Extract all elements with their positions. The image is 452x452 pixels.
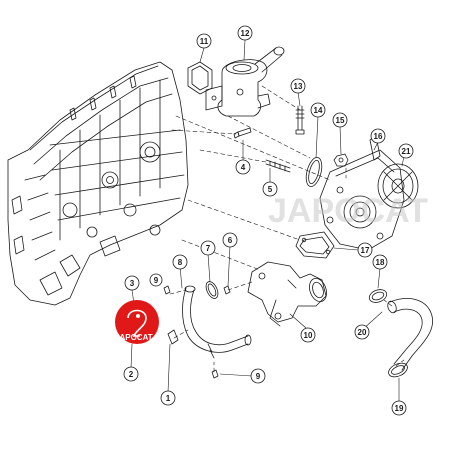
svg-text:11: 11 xyxy=(200,37,209,46)
svg-text:6: 6 xyxy=(228,236,233,245)
clamp-18 xyxy=(368,289,388,303)
callout-3[interactable]: 3 xyxy=(124,275,140,291)
sensor-1 xyxy=(167,329,179,345)
callout-1[interactable]: 1 xyxy=(160,390,176,406)
logo-text: JAPOCAT xyxy=(115,333,153,342)
svg-text:8: 8 xyxy=(178,258,183,267)
svg-text:1: 1 xyxy=(166,394,171,403)
svg-text:3: 3 xyxy=(130,279,135,288)
callout-16[interactable]: 16 xyxy=(370,128,386,144)
svg-text:20: 20 xyxy=(358,328,367,337)
engine-block xyxy=(7,61,189,306)
svg-text:16: 16 xyxy=(374,132,383,141)
svg-text:21: 21 xyxy=(402,147,411,156)
svg-text:14: 14 xyxy=(314,106,323,115)
bolt-9-lower xyxy=(211,369,219,379)
svg-text:9: 9 xyxy=(154,276,159,285)
bolt-6 xyxy=(223,285,231,295)
callout-9-upper[interactable]: 9 xyxy=(149,273,163,287)
callout-5[interactable]: 5 xyxy=(262,181,278,197)
callout-12[interactable]: 12 xyxy=(237,25,253,41)
radiator-hose-20 xyxy=(387,298,434,371)
callouts: 1 2 3 4 5 6 7 8 9 9 10 11 12 13 14 15 16… xyxy=(123,25,414,416)
callout-13[interactable]: 13 xyxy=(290,78,306,94)
svg-text:12: 12 xyxy=(241,29,250,38)
callout-6[interactable]: 6 xyxy=(222,232,238,248)
assembly-lines xyxy=(169,85,405,373)
callout-20[interactable]: 20 xyxy=(354,324,370,340)
gasket-17 xyxy=(295,231,335,259)
callout-21[interactable]: 21 xyxy=(398,143,414,159)
svg-text:2: 2 xyxy=(129,370,134,379)
svg-text:18: 18 xyxy=(376,258,385,267)
svg-text:15: 15 xyxy=(336,116,345,125)
o-ring-14 xyxy=(305,156,323,188)
logo-badge: JAPOCAT xyxy=(115,300,159,344)
o-ring-7 xyxy=(205,281,219,299)
water-pump xyxy=(319,135,419,251)
watermark: JAPOCAT xyxy=(268,192,428,230)
thermostat-housing xyxy=(205,46,285,117)
svg-text:4: 4 xyxy=(241,163,246,172)
callout-17[interactable]: 17 xyxy=(357,242,373,258)
logo-circle xyxy=(115,300,159,344)
svg-text:5: 5 xyxy=(268,185,273,194)
bolt-4 xyxy=(233,127,252,139)
callout-10[interactable]: 10 xyxy=(300,327,316,343)
svg-text:13: 13 xyxy=(294,82,303,91)
callout-9-lower[interactable]: 9 xyxy=(250,368,266,384)
coolant-pipe-8 xyxy=(182,285,252,359)
logo-mark-icon xyxy=(127,309,147,337)
stud-5 xyxy=(265,159,291,173)
clamp-19 xyxy=(388,362,408,378)
svg-text:19: 19 xyxy=(395,404,404,413)
svg-text:17: 17 xyxy=(361,246,370,255)
callout-18[interactable]: 18 xyxy=(372,254,388,270)
callout-15[interactable]: 15 xyxy=(332,112,348,128)
callout-11[interactable]: 11 xyxy=(196,33,212,49)
nut-15 xyxy=(333,153,349,167)
svg-text:10: 10 xyxy=(304,331,313,340)
callout-4[interactable]: 4 xyxy=(235,159,251,175)
callout-19[interactable]: 19 xyxy=(391,400,407,416)
watermark-text: JAPOCAT xyxy=(268,192,428,230)
svg-text:9: 9 xyxy=(256,372,261,381)
callout-2[interactable]: 2 xyxy=(123,366,139,382)
callout-8[interactable]: 8 xyxy=(172,254,188,270)
bolt-9-upper xyxy=(163,285,171,295)
callout-7[interactable]: 7 xyxy=(200,240,216,256)
callout-14[interactable]: 14 xyxy=(310,102,326,118)
inlet-housing xyxy=(247,261,327,327)
svg-text:7: 7 xyxy=(206,244,211,253)
